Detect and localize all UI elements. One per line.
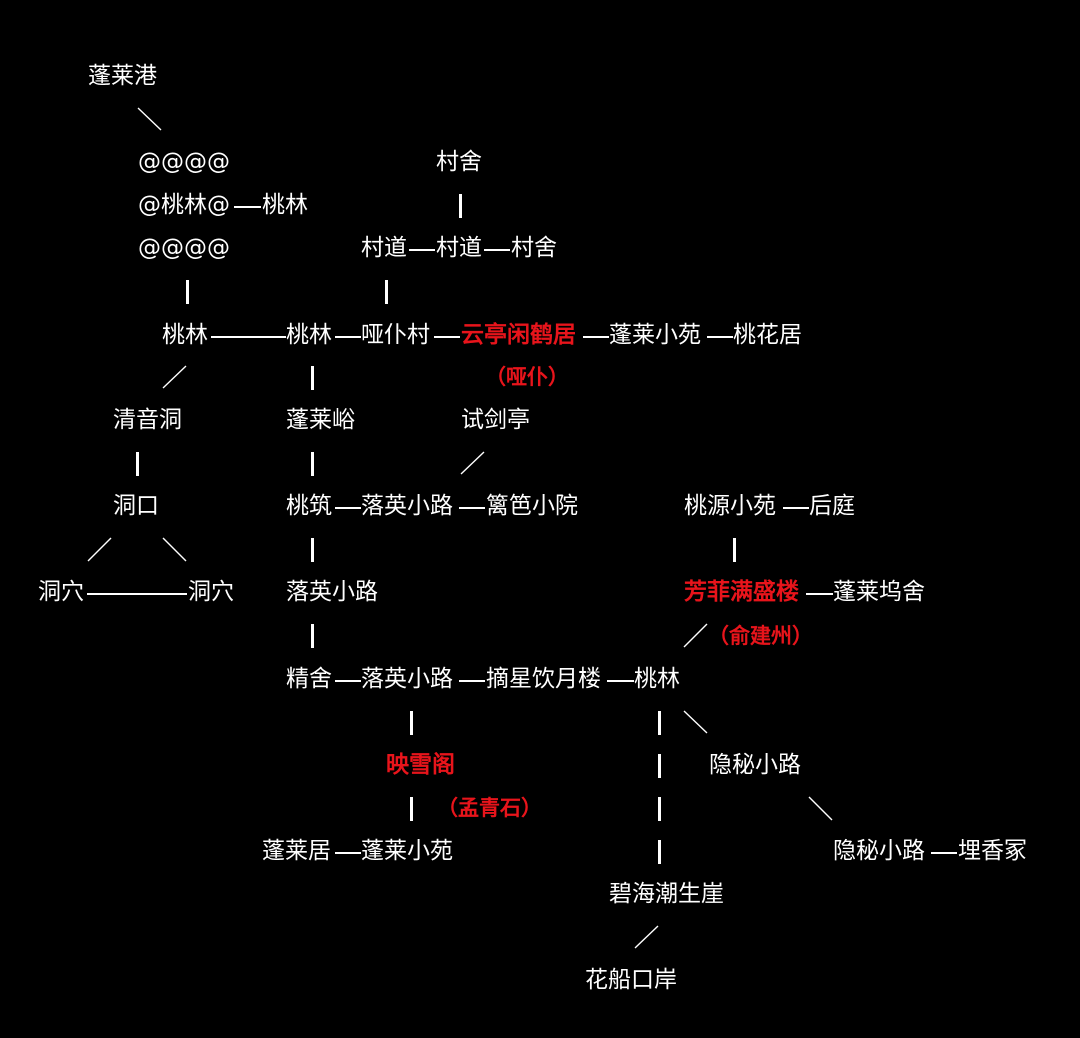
place-yunting-xianhe-ju[interactable]: 云亭闲鹤居 (461, 322, 576, 348)
connector-vertical (459, 194, 462, 218)
place-fallen-petal-path-1[interactable]: 落英小路 (361, 493, 453, 519)
connector-dash (335, 680, 361, 682)
place-cave-east[interactable]: 洞穴 (188, 579, 234, 605)
grove-border-top: @@@@ (138, 149, 230, 175)
place-peach-grove-main[interactable]: 桃林 (162, 322, 208, 348)
grove-border-bottom: @@@@ (138, 235, 230, 261)
connector-vertical (658, 840, 661, 864)
place-sword-trial-pavilion[interactable]: 试剑亭 (461, 407, 530, 433)
place-penglai-port[interactable]: 蓬莱港 (88, 63, 157, 89)
connector-long-dash (87, 593, 187, 595)
connector-vertical (385, 280, 388, 304)
connector-vertical (186, 280, 189, 304)
place-peach-grove-core[interactable]: @桃林@ (138, 192, 230, 218)
place-village-house-north[interactable]: 村舍 (436, 149, 482, 175)
connector-port-to-grove (137, 107, 162, 131)
connector-dash (234, 206, 261, 208)
place-yingxue-ge[interactable]: 映雪阁 (386, 752, 455, 778)
npc-note-mute-servant: （哑仆） (485, 365, 569, 389)
place-taoyuan-garden[interactable]: 桃源小苑 (684, 493, 776, 519)
place-fragrance-tomb[interactable]: 埋香冢 (958, 838, 1027, 864)
place-fangfei-mansheng-lou[interactable]: 芳菲满盛楼 (684, 579, 799, 605)
connector-cave-mouth-to-east-cave (162, 537, 187, 562)
place-fallen-petal-path-2[interactable]: 落英小路 (286, 579, 378, 605)
connector-hidden-path-to-hidden-path (808, 796, 833, 821)
connector-dash (335, 336, 361, 338)
connector-vertical (311, 624, 314, 648)
place-cave-mouth[interactable]: 洞口 (113, 493, 159, 519)
place-penglai-dock-house[interactable]: 蓬莱坞舍 (833, 579, 925, 605)
place-fallen-petal-path-3[interactable]: 落英小路 (361, 666, 453, 692)
connector-vertical (658, 754, 661, 778)
connector-fangfei-to-peach-grove (683, 623, 708, 648)
place-peach-building[interactable]: 桃筑 (286, 493, 332, 519)
connector-vertical (410, 711, 413, 735)
connector-dash (931, 852, 957, 854)
connector-vertical (311, 452, 314, 476)
connector-cliff-to-pier (634, 925, 659, 949)
connector-dash (707, 336, 733, 338)
place-hidden-path-2[interactable]: 隐秘小路 (833, 838, 925, 864)
place-peach-blossom-house[interactable]: 桃花居 (733, 322, 802, 348)
place-village-road-1[interactable]: 村道 (361, 235, 407, 261)
place-mute-servant-village[interactable]: 哑仆村 (361, 322, 430, 348)
connector-vertical (658, 711, 661, 735)
connector-dash (583, 336, 609, 338)
place-peach-grove-east[interactable]: 桃林 (262, 192, 308, 218)
place-hidden-path-1[interactable]: 隐秘小路 (709, 752, 801, 778)
place-penglai-garden-east[interactable]: 蓬莱小苑 (609, 322, 701, 348)
place-elegant-house[interactable]: 精舍 (286, 666, 332, 692)
connector-cave-mouth-to-west-cave (87, 537, 112, 562)
connector-dash (434, 336, 460, 338)
connector-dash (409, 249, 435, 251)
connector-vertical (658, 797, 661, 821)
connector-vertical (311, 538, 314, 562)
place-village-road-2[interactable]: 村道 (436, 235, 482, 261)
place-cave-west[interactable]: 洞穴 (38, 579, 84, 605)
connector-vertical (410, 797, 413, 821)
place-penglai-valley[interactable]: 蓬莱峪 (286, 407, 355, 433)
place-village-house-east[interactable]: 村舍 (511, 235, 557, 261)
place-penglai-garden-south[interactable]: 蓬莱小苑 (361, 838, 453, 864)
place-fence-courtyard[interactable]: 篱笆小院 (486, 493, 578, 519)
connector-grove-to-clear-sound-cave (162, 365, 187, 389)
connector-courtyard-to-sword-pavilion (460, 451, 485, 475)
connector-dash (335, 852, 361, 854)
connector-dash (806, 593, 833, 595)
connector-dash (459, 507, 485, 509)
place-zhaixing-yinyue-lou[interactable]: 摘星饮月楼 (486, 666, 601, 692)
connector-vertical (311, 366, 314, 390)
connector-dash (335, 507, 361, 509)
connector-dash (607, 680, 634, 682)
connector-long-dash (211, 336, 286, 338)
npc-note-yu-jianzhou: （俞建州） (708, 624, 813, 648)
place-bihai-chaosheng-ya[interactable]: 碧海潮生崖 (609, 881, 724, 907)
place-clear-sound-cave[interactable]: 清音洞 (113, 407, 182, 433)
connector-vertical (733, 538, 736, 562)
place-peach-grove-center[interactable]: 桃林 (286, 322, 332, 348)
connector-dash (484, 249, 510, 251)
npc-note-meng-qingshi: （孟青石） (437, 796, 542, 820)
connector-peach-grove-to-hidden-path (683, 710, 708, 734)
place-penglai-residence[interactable]: 蓬莱居 (262, 838, 331, 864)
connector-dash (783, 507, 809, 509)
place-peach-grove-south[interactable]: 桃林 (634, 666, 680, 692)
connector-dash (459, 680, 485, 682)
connector-vertical (136, 452, 139, 476)
place-flower-boat-pier[interactable]: 花船口岸 (585, 967, 677, 993)
place-back-court[interactable]: 后庭 (809, 493, 855, 519)
